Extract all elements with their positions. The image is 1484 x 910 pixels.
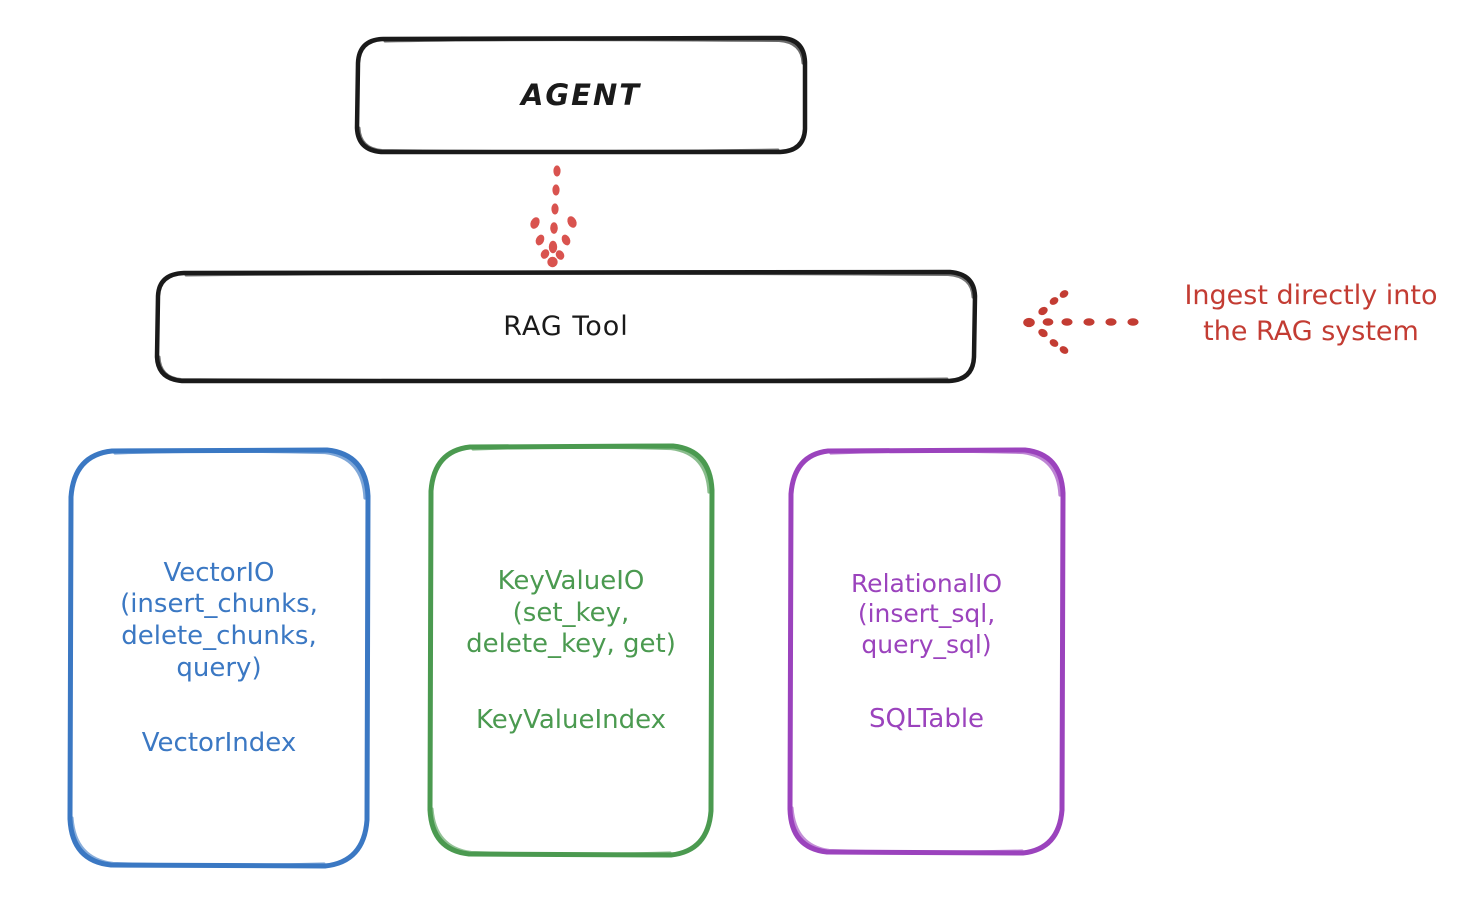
keyvalueio-api-label: KeyValueIO (set_key, delete_key, get): [466, 565, 676, 660]
relationalio-node[interactable]: RelationalIO (insert_sql, query_sql) SQL…: [790, 450, 1063, 853]
relationalio-api-label: RelationalIO (insert_sql, query_sql): [850, 568, 1003, 659]
relationalio-index-label: SQLTable: [868, 704, 985, 735]
ingest-arrow: [1023, 290, 1139, 354]
agent-node-label: AGENT: [520, 78, 642, 112]
agent-node[interactable]: AGENT: [357, 38, 805, 152]
rag-tool-node[interactable]: RAG Tool: [157, 272, 975, 381]
ingest-annotation-text: Ingest directly into the RAG system: [1184, 280, 1438, 347]
keyvalueio-node[interactable]: KeyValueIO (set_key, delete_key, get) Ke…: [430, 446, 712, 855]
agent-box-outline: [354, 35, 808, 155]
keyvalueio-box-outline: [427, 443, 715, 858]
vectorio-node[interactable]: VectorIO (insert_chunks, delete_chunks, …: [70, 450, 368, 866]
vectorio-box-outline: [67, 447, 371, 869]
vectorio-api-label: VectorIO (insert_chunks, delete_chunks, …: [120, 557, 318, 683]
vectorio-index-label: VectorIndex: [141, 728, 297, 759]
rag-tool-box-outline: [154, 269, 978, 384]
keyvalueio-index-label: KeyValueIndex: [475, 705, 667, 736]
rag-tool-node-label: RAG Tool: [503, 311, 629, 342]
relationalio-box-outline: [787, 447, 1066, 856]
agent-to-rag-tool-arrow: [530, 165, 577, 268]
